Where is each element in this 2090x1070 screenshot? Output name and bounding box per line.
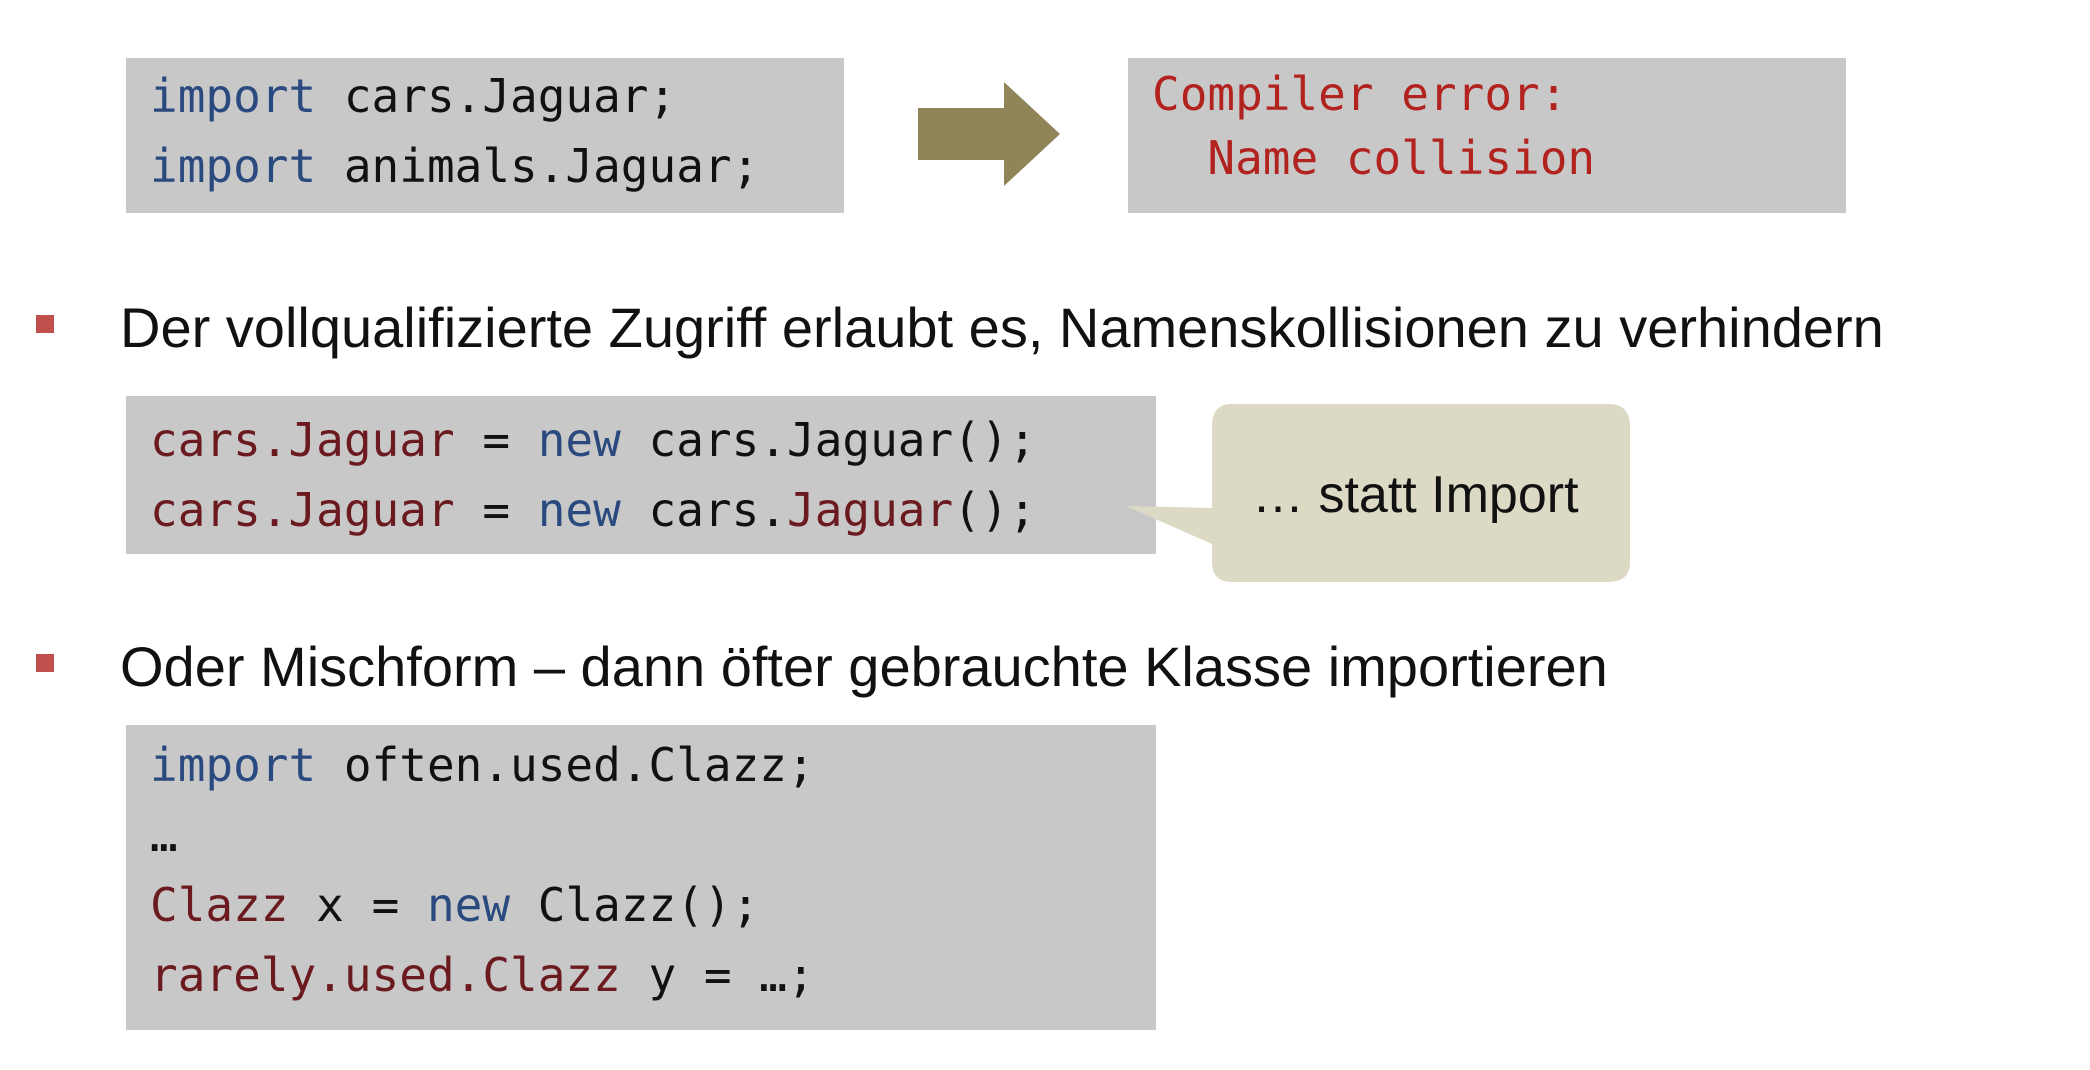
keyword: new	[537, 483, 621, 537]
code-text: animals.Jaguar;	[316, 139, 760, 193]
code-text: cars.	[620, 483, 787, 537]
bullet-text: Oder Mischform – dann öfter gebrauchte K…	[120, 635, 1608, 698]
type-name: rarely.used.Clazz	[150, 948, 621, 1002]
right-arrow-icon	[918, 82, 1060, 186]
code-line: …	[150, 808, 178, 862]
code-line: rarely.used.Clazz y = …;	[150, 945, 815, 1005]
code-block-qualified-access: cars.Jaguar = new cars.Jaguar(); cars.Ja…	[126, 396, 1156, 554]
keyword: import	[150, 139, 317, 193]
type-name: Clazz	[150, 878, 289, 932]
compiler-error-box: Compiler error: Name collision	[1128, 58, 1846, 213]
square-bullet-icon	[36, 654, 54, 672]
keyword: new	[537, 413, 621, 467]
code-text: =	[454, 413, 538, 467]
type-name: cars.Jaguar	[150, 413, 455, 467]
code-line: import often.used.Clazz;	[150, 735, 815, 795]
error-line: Name collision	[1152, 131, 1596, 185]
code-text: Clazz();	[510, 878, 760, 932]
type-name: cars.Jaguar	[150, 483, 455, 537]
square-bullet-icon	[36, 315, 54, 333]
keyword: import	[150, 69, 317, 123]
code-line: cars.Jaguar = new cars.Jaguar();	[150, 410, 1036, 470]
code-text: cars.Jaguar;	[316, 69, 677, 123]
code-text: ();	[953, 483, 1037, 537]
code-block-imports: import cars.Jaguar; import animals.Jagua…	[126, 58, 844, 213]
code-text: =	[454, 483, 538, 537]
error-line: Compiler error:	[1152, 67, 1568, 121]
code-text: y = …;	[620, 948, 815, 1002]
code-block-mixed-form: import often.used.Clazz; … Clazz x = new…	[126, 725, 1156, 1030]
code-text: x =	[288, 878, 427, 932]
code-line: cars.Jaguar = new cars.Jaguar();	[150, 480, 1036, 540]
bullet-text: Der vollqualifizierte Zugriff erlaubt es…	[120, 296, 1884, 359]
keyword: new	[426, 878, 511, 932]
code-text: often.used.Clazz;	[316, 738, 815, 792]
keyword: import	[150, 738, 317, 792]
callout-bubble	[1126, 404, 1630, 582]
code-text: cars.Jaguar();	[620, 413, 1037, 467]
type-name: Jaguar	[787, 483, 954, 537]
code-line: import cars.Jaguar;	[150, 66, 676, 126]
callout-text: … statt Import	[1252, 466, 1579, 524]
code-line: Clazz x = new Clazz();	[150, 875, 759, 935]
code-line: import animals.Jaguar;	[150, 136, 759, 196]
